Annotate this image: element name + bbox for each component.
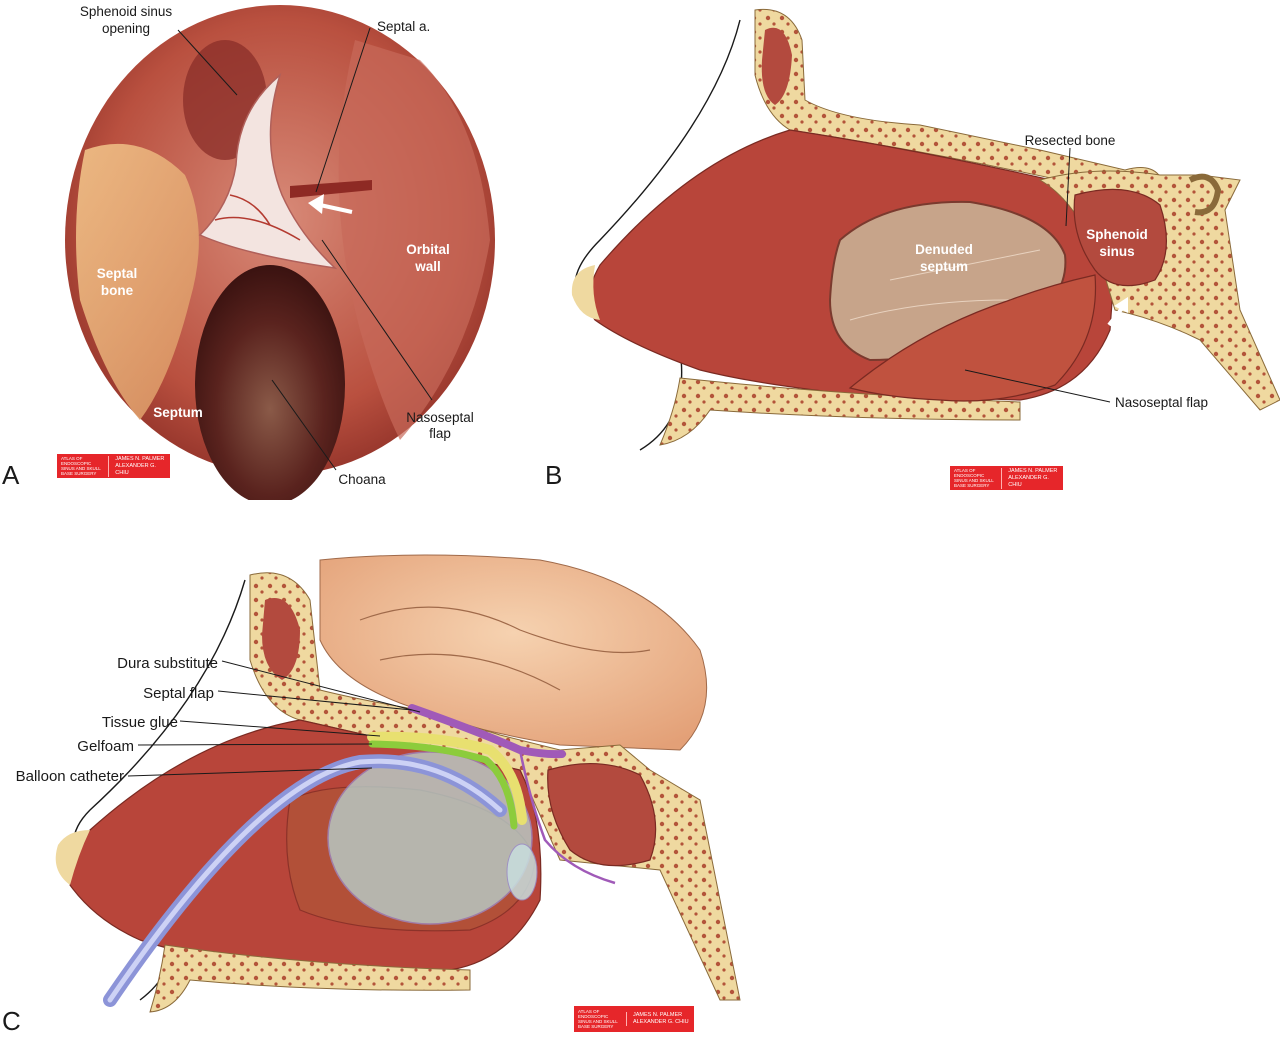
label-sphenoid-sinus-opening-2: opening bbox=[102, 21, 150, 36]
label-septal-bone-2: bone bbox=[101, 283, 134, 298]
hard-palate-c bbox=[149, 944, 471, 1013]
label-gelfoam: Gelfoam bbox=[77, 738, 134, 755]
label-sphenoid-sinus-1: Sphenoid bbox=[1086, 227, 1148, 242]
tissue-glue-shape bbox=[367, 731, 527, 825]
brain-region bbox=[319, 554, 708, 751]
panel-c: Dura substitute Septal flap Tissue glue … bbox=[0, 540, 760, 1046]
nasoseptal-flap-shape bbox=[848, 274, 1097, 402]
sphenoid-sinus-cavity bbox=[1073, 188, 1168, 287]
watermark-badge-c: ATLAS OF ENDOSCOPIC SINUS AND SKULL BASE… bbox=[574, 1006, 694, 1032]
label-septal-bone-1: Septal bbox=[97, 266, 138, 281]
arrow-icon bbox=[308, 194, 353, 214]
watermark-atlas-title-b: ATLAS OF ENDOSCOPIC SINUS AND SKULL BASE… bbox=[954, 468, 994, 488]
label-sphenoid-sinus-opening-1: Sphenoid sinus bbox=[80, 4, 173, 19]
panel-a: Sphenoid sinus opening Septal a. Orbital… bbox=[0, 0, 520, 500]
label-septal-flap: Septal flap bbox=[143, 685, 214, 702]
panel-letter-b: B bbox=[545, 460, 563, 490]
watermark-atlas-title: ATLAS OF ENDOSCOPIC SINUS AND SKULL BASE… bbox=[61, 456, 101, 476]
watermark-atlas-title-c: ATLAS OF ENDOSCOPIC SINUS AND SKULL BASE… bbox=[578, 1009, 618, 1029]
label-orbital-wall-1: Orbital bbox=[406, 242, 450, 257]
watermark-authors-b: JAMES N. PALMER ALEXANDER G. CHIU bbox=[1001, 467, 1063, 489]
label-sphenoid-sinus-2: sinus bbox=[1099, 244, 1134, 259]
label-septum: Septum bbox=[153, 405, 203, 420]
watermark-authors: JAMES N. PALMER ALEXANDER G. CHIU bbox=[108, 455, 170, 477]
label-tissue-glue: Tissue glue bbox=[102, 714, 178, 731]
sphenoid-sinus-c bbox=[547, 763, 657, 867]
nasoseptal-flap-curl bbox=[198, 72, 338, 270]
orbital-wall-shape bbox=[338, 40, 490, 440]
septal-flap-shape bbox=[408, 704, 566, 759]
label-choana: Choana bbox=[338, 472, 386, 487]
label-denuded-septum-1: Denuded bbox=[915, 242, 973, 257]
panel-a-illustration: Sphenoid sinus opening Septal a. Orbital… bbox=[65, 4, 495, 500]
label-nasoseptal-flap-a-1: Nasoseptal bbox=[406, 410, 474, 425]
label-dura-substitute: Dura substitute bbox=[117, 655, 218, 672]
label-balloon-catheter: Balloon catheter bbox=[16, 768, 124, 785]
label-denuded-septum-2: septum bbox=[920, 259, 968, 274]
septal-bone-region bbox=[76, 143, 199, 420]
panel-letter-c: C bbox=[2, 1006, 21, 1036]
label-resected-bone: Resected bone bbox=[1025, 133, 1116, 148]
label-septal-artery: Septal a. bbox=[377, 19, 430, 34]
panel-b: Resected bone Denuded septum Sphenoid si… bbox=[540, 0, 1280, 500]
arrow-icon-b bbox=[1107, 297, 1128, 327]
label-nasoseptal-flap-a-2: flap bbox=[429, 426, 451, 441]
panel-b-illustration: Resected bone Denuded septum Sphenoid si… bbox=[571, 8, 1280, 451]
watermark-badge-a: ATLAS OF ENDOSCOPIC SINUS AND SKULL BASE… bbox=[57, 454, 170, 478]
choana-shape bbox=[195, 265, 345, 500]
panel-c-illustration: Dura substitute Septal flap Tissue glue … bbox=[16, 554, 741, 1013]
watermark-authors-c: JAMES N. PALMER ALEXANDER G. CHIU bbox=[626, 1012, 689, 1026]
hard-palate-bone bbox=[659, 377, 1021, 446]
septal-artery-shape bbox=[290, 180, 372, 198]
gelfoam-shape bbox=[368, 740, 518, 830]
label-orbital-wall-2: wall bbox=[414, 259, 441, 274]
watermark-badge-b: ATLAS OF ENDOSCOPIC SINUS AND SKULL BASE… bbox=[950, 466, 1063, 490]
panel-letter-a: A bbox=[2, 460, 20, 490]
label-nasoseptal-flap-b: Nasoseptal flap bbox=[1115, 395, 1208, 410]
